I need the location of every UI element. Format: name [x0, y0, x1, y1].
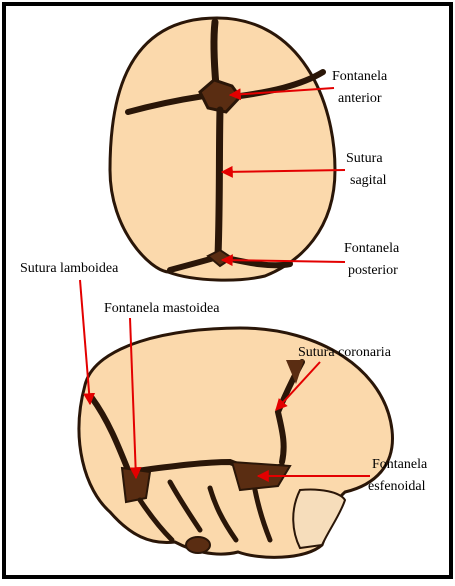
- label-fontanela-posterior-line1: Fontanela: [344, 241, 400, 256]
- label-fontanela-mastoidea: Fontanela mastoidea: [104, 301, 220, 316]
- label-sutura-coronaria: Sutura coronaria: [298, 345, 392, 360]
- label-sutura-sagital-line1: Sutura: [346, 151, 383, 166]
- label-fontanela-anterior-line1: Fontanela: [332, 69, 388, 84]
- label-sutura-lamboidea: Sutura lamboidea: [20, 261, 119, 276]
- frontal-suture: [214, 22, 216, 86]
- ear-canal: [186, 537, 210, 553]
- label-fontanela-posterior-line2: posterior: [348, 263, 398, 278]
- label-fontanela-anterior-line2: anterior: [338, 91, 382, 106]
- label-sutura-sagital-line2: sagital: [350, 173, 387, 188]
- label-fontanela-esfenoidal-line1: Fontanela: [372, 457, 428, 472]
- sagittal-suture: [218, 110, 220, 256]
- label-fontanela-esfenoidal-line2: esfenoidal: [368, 479, 426, 494]
- skull-top-view: [110, 18, 335, 280]
